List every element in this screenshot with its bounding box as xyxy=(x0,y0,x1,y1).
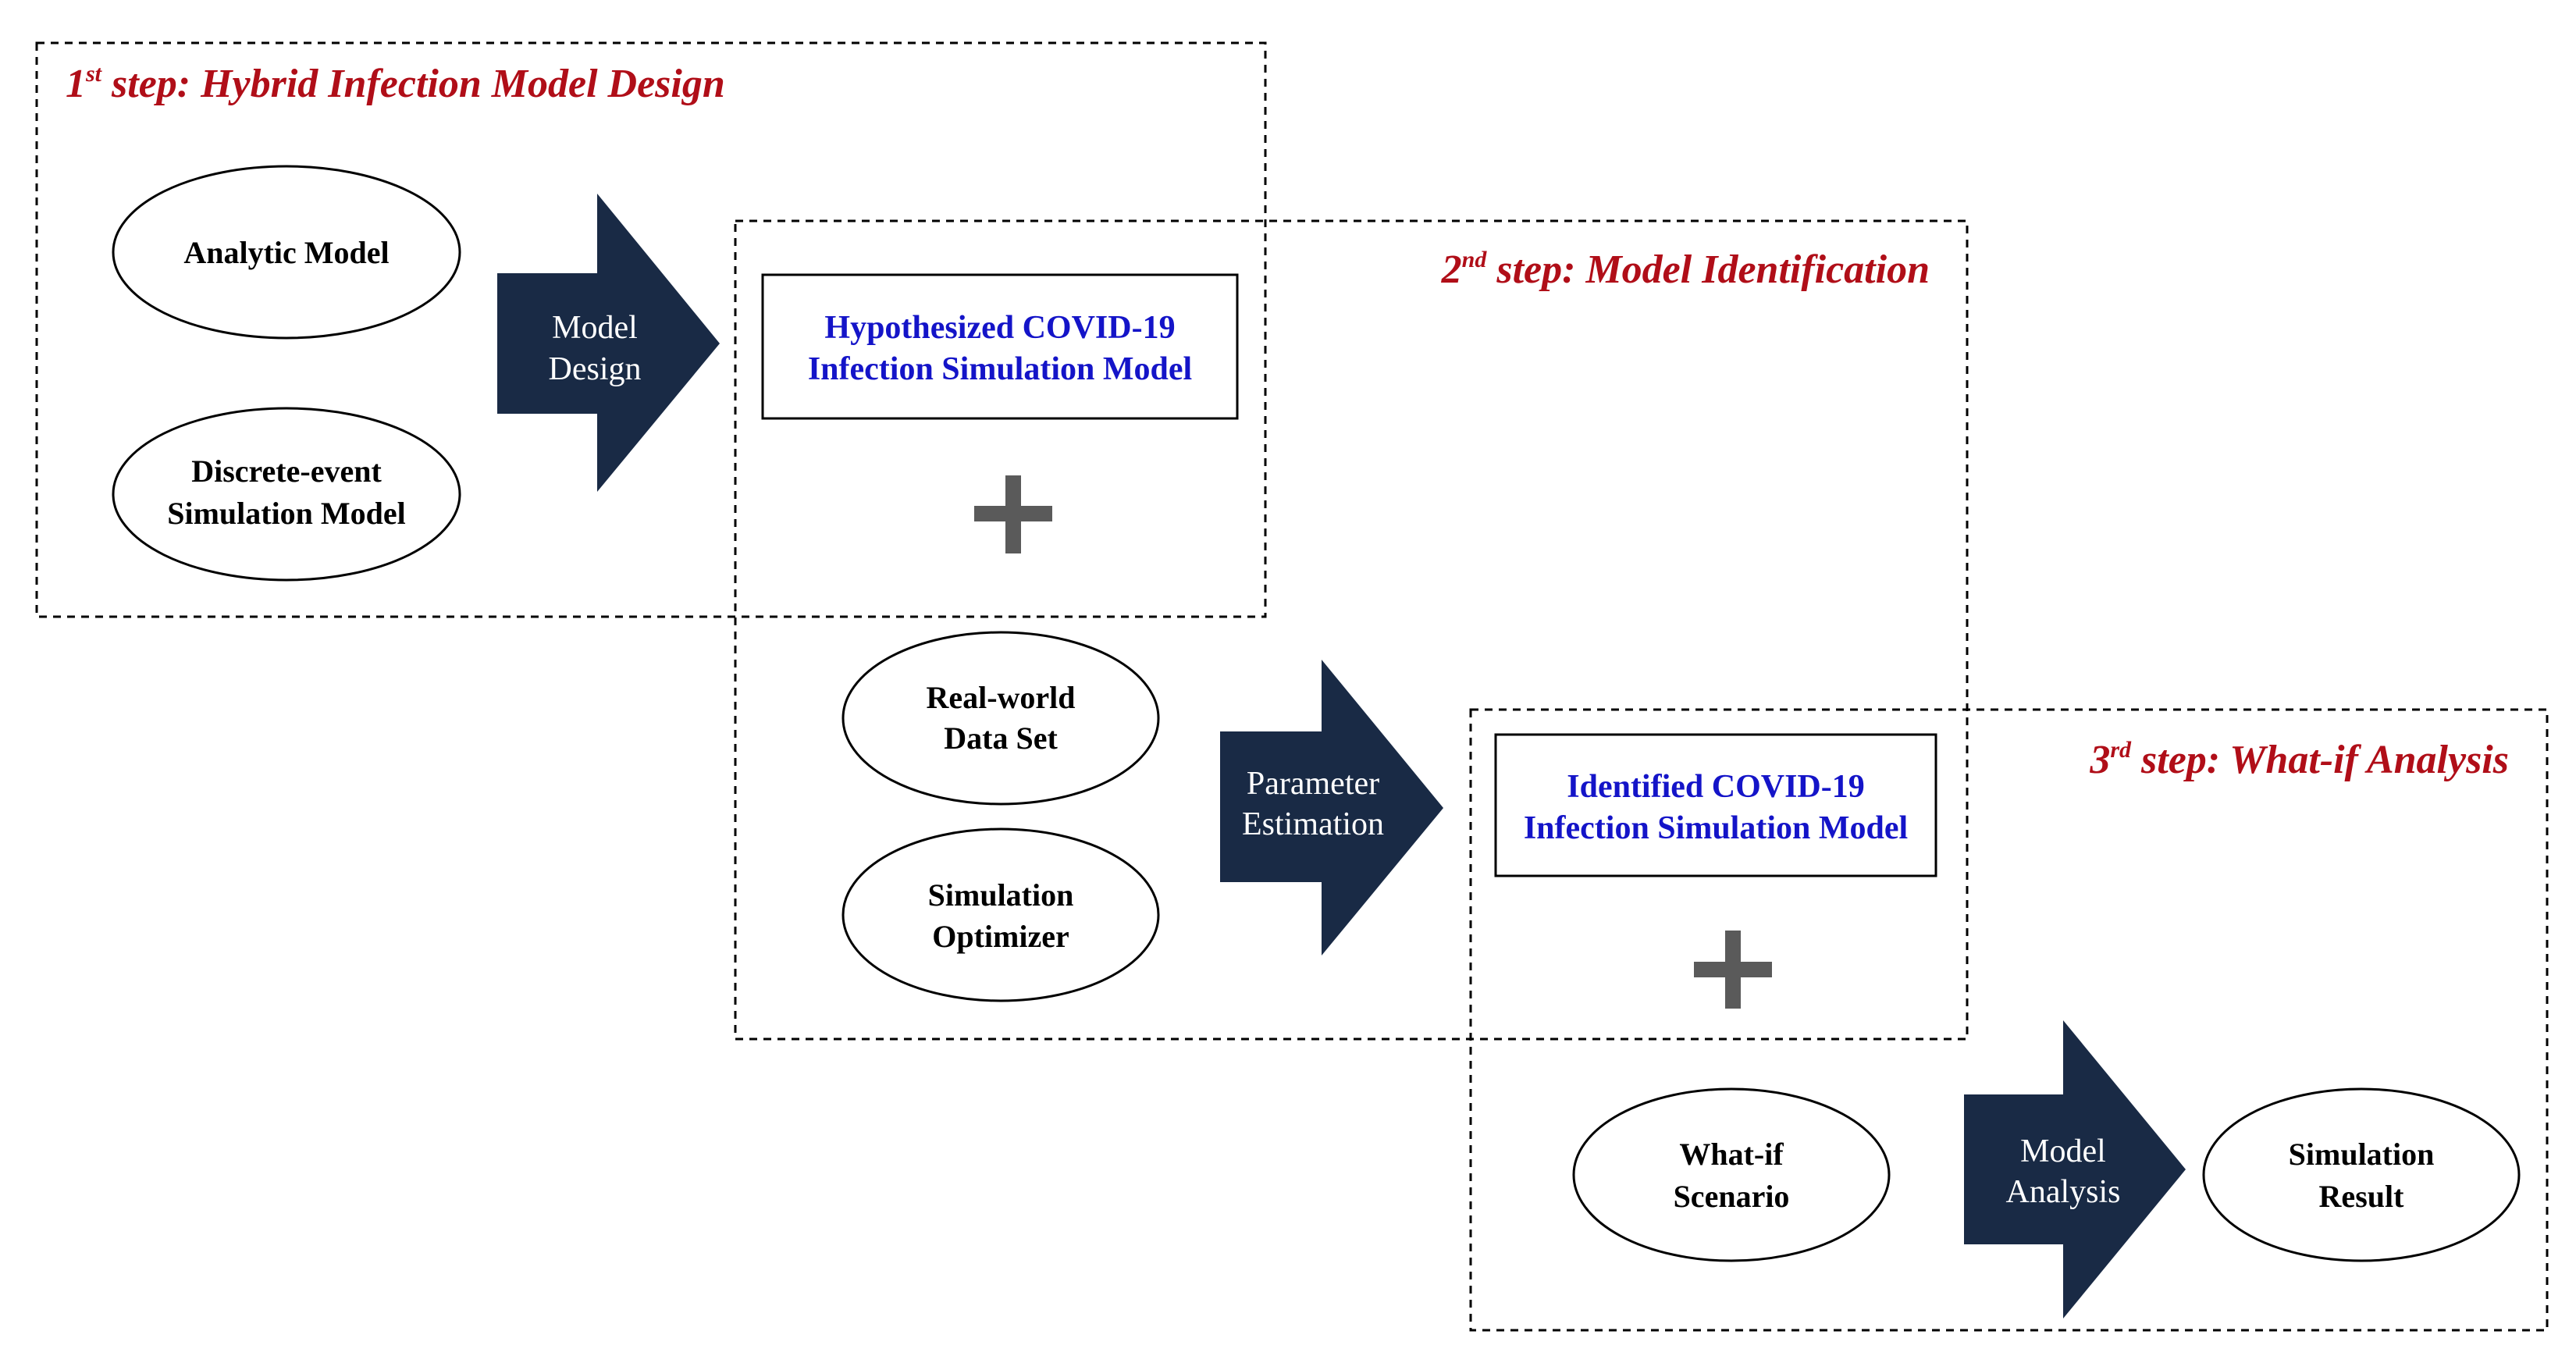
plus-icon-step3 xyxy=(1694,931,1772,1009)
what-if-scenario-label-2: Scenario xyxy=(1674,1179,1790,1214)
identified-model-label-2: Infection Simulation Model xyxy=(1524,810,1908,846)
step3-superscript: rd xyxy=(2110,737,2132,763)
simulation-optimizer-label-2: Optimizer xyxy=(932,919,1069,954)
simulation-result-label-1: Simulation xyxy=(2289,1137,2435,1172)
real-world-data-label-2: Data Set xyxy=(944,721,1058,756)
hypothesized-model-label-2: Infection Simulation Model xyxy=(808,351,1192,387)
discrete-event-oval xyxy=(112,407,461,582)
discrete-event-label-1: Discrete-event xyxy=(191,454,382,489)
simulation-optimizer-oval xyxy=(841,827,1160,1002)
analytic-model-label: Analytic Model xyxy=(183,235,389,270)
step1-region xyxy=(35,41,1267,618)
discrete-event-label-2: Simulation Model xyxy=(167,496,406,531)
simulation-optimizer-label-1: Simulation xyxy=(928,877,1074,913)
analytic-model-oval xyxy=(112,165,461,340)
plus-icon-step2 xyxy=(974,475,1052,553)
step2-number: 2 xyxy=(1441,247,1462,292)
model-design-label-1: Model xyxy=(552,310,638,346)
identified-model-label-1: Identified COVID-19 xyxy=(1567,769,1865,805)
step1-title-text: step: Hybrid Infection Model Design xyxy=(101,62,725,106)
what-if-scenario-oval xyxy=(1572,1087,1891,1262)
simulation-result-oval xyxy=(2202,1087,2521,1262)
model-analysis-label-2: Analysis xyxy=(2006,1174,2121,1210)
parameter-estimation-arrow xyxy=(1220,660,1443,956)
step2-superscript: nd xyxy=(1462,247,1488,272)
identified-model-box xyxy=(1494,733,1937,877)
step1-title: 1st step: Hybrid Infection Model Design xyxy=(66,61,725,106)
step1-superscript: st xyxy=(85,61,103,87)
hypothesized-model-box xyxy=(761,273,1239,420)
model-analysis-arrow xyxy=(1964,1020,2186,1319)
step3-title-text: step: What-if Analysis xyxy=(2131,738,2509,782)
real-world-data-label-1: Real-world xyxy=(926,680,1075,715)
model-design-label-2: Design xyxy=(549,351,642,387)
model-analysis-label-1: Model xyxy=(2020,1133,2106,1169)
step1-number: 1 xyxy=(66,62,86,106)
step2-title-text: step: Model Identification xyxy=(1486,247,1930,292)
step3-number: 3 xyxy=(2089,738,2110,782)
model-design-arrow xyxy=(497,194,720,492)
step2-title: 2nd step: Model Identification xyxy=(1441,247,1930,292)
what-if-scenario-label-1: What-if xyxy=(1679,1137,1784,1172)
hypothesized-model-label-1: Hypothesized COVID-19 xyxy=(824,310,1175,346)
step3-title: 3rd step: What-if Analysis xyxy=(2089,737,2509,782)
simulation-result-label-2: Result xyxy=(2319,1179,2405,1214)
step3-region xyxy=(1469,708,2549,1332)
parameter-estimation-label-2: Estimation xyxy=(1242,806,1384,842)
parameter-estimation-label-1: Parameter xyxy=(1247,766,1379,802)
real-world-data-oval xyxy=(841,631,1160,806)
